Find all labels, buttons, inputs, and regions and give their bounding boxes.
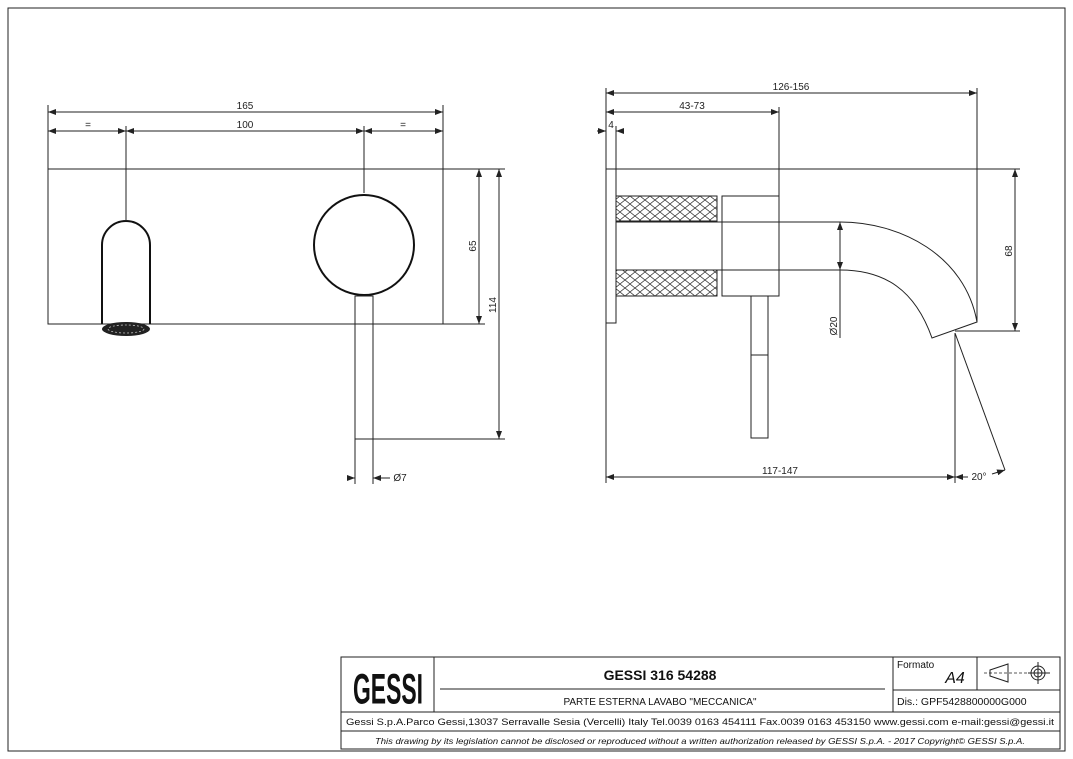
dim-total-height: 114 — [488, 297, 499, 313]
front-view: 165 = 100 = 65 114 Ø7 — [47, 101, 505, 484]
dim-plate-thickness: 4 — [608, 120, 614, 131]
body-collar — [721, 195, 780, 297]
side-view: 126-156 43-73 4 Ø20 68 117-147 20° — [597, 82, 1020, 483]
projection-symbol-icon — [984, 662, 1050, 684]
dim-lever-diameter: Ø7 — [393, 473, 407, 484]
handle-knob — [313, 194, 415, 296]
dim-plate-height: 65 — [468, 240, 479, 252]
gessi-logo: GESSI — [353, 666, 423, 713]
spout — [101, 220, 151, 324]
dim-spout-reach: 117-147 — [762, 466, 798, 477]
drawing-number: Dis.: GPF5428800000G000 — [897, 696, 1027, 708]
knurled-handle-bottom — [615, 269, 718, 297]
dim-equal-left: = — [85, 120, 91, 131]
page-frame — [7, 7, 1066, 752]
format-label: Formato — [897, 660, 935, 671]
side-lever — [750, 295, 769, 439]
dim-center-distance: 100 — [237, 120, 254, 131]
copyright-disclaimer: This drawing by its legislation cannot b… — [375, 736, 1025, 746]
dim-equal-right: = — [400, 120, 406, 131]
dim-total-width: 165 — [237, 101, 254, 112]
title-block: GESSI GESSI 316 54288 PARTE ESTERNA LAVA… — [340, 656, 1061, 750]
dim-spout-diameter: Ø20 — [829, 316, 840, 335]
dim-total-projection: 126-156 — [773, 82, 810, 93]
dim-spout-height: 68 — [1004, 245, 1015, 257]
product-code: GESSI 316 54288 — [604, 667, 717, 683]
company-address: Gessi S.p.A.Parco Gessi,13037 Serravalle… — [346, 717, 1054, 728]
dim-angle: 20° — [971, 472, 986, 483]
knurled-handle-top — [615, 195, 718, 222]
format-value: A4 — [944, 670, 965, 687]
spout-aerator — [102, 322, 150, 336]
product-description: PARTE ESTERNA LAVABO "MECCANICA" — [563, 697, 757, 708]
lever — [354, 295, 374, 440]
wall-plate — [47, 168, 444, 325]
dim-body-projection: 43-73 — [679, 101, 705, 112]
side-wall-plate — [605, 168, 617, 324]
